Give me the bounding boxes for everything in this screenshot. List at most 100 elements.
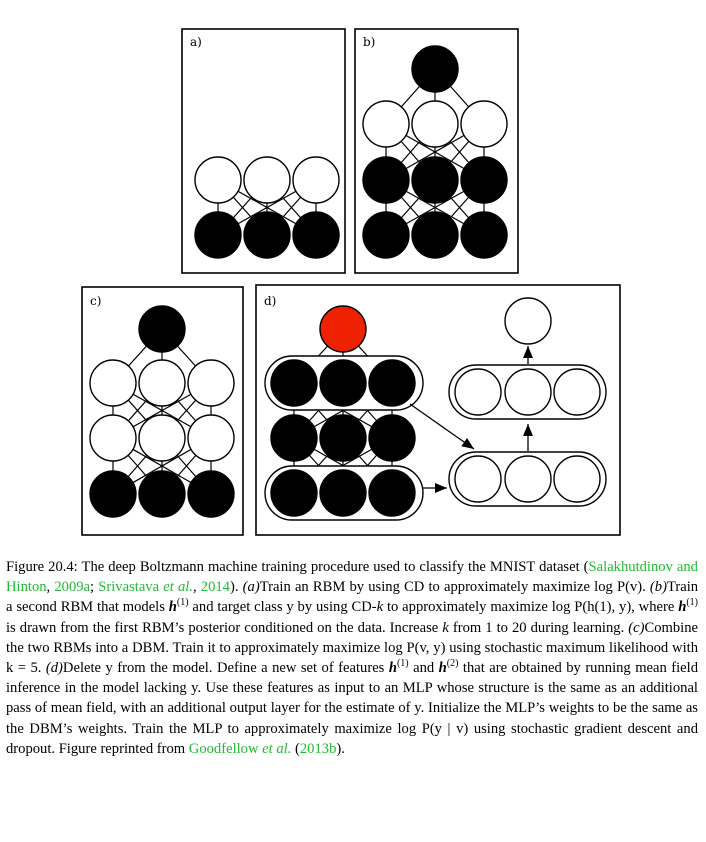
symbol-k: k bbox=[442, 619, 449, 636]
citation-close: ). bbox=[229, 579, 243, 596]
symbol-h: h bbox=[168, 599, 177, 616]
citation-goodfellow[interactable]: Goodfellow et al. bbox=[189, 741, 292, 757]
arrow-h2-to-mlp-shaft bbox=[409, 403, 475, 450]
panel-label-b: b) bbox=[363, 35, 375, 49]
step-a-text: Train an RBM by using CD to approximatel… bbox=[259, 579, 650, 596]
step-d-text-2: that are obtained by running mean field … bbox=[6, 660, 699, 757]
panel-label-c: c) bbox=[90, 294, 101, 308]
step-d-tag: (d) bbox=[45, 660, 63, 677]
visible-unit bbox=[362, 211, 410, 259]
step-b-tag: (b) bbox=[649, 579, 667, 596]
hidden-unit-1 bbox=[89, 414, 137, 462]
arrows bbox=[409, 346, 533, 493]
hidden-unit bbox=[243, 156, 291, 204]
step-a-tag: (a) bbox=[242, 579, 260, 596]
label-unit bbox=[411, 45, 459, 93]
hidden-unit-1 bbox=[368, 414, 416, 462]
hidden-unit-black bbox=[460, 156, 508, 204]
hidden-unit-black bbox=[411, 156, 459, 204]
hidden-unit-2 bbox=[89, 359, 137, 407]
mlp-unit-1 bbox=[553, 455, 601, 503]
and-word: and bbox=[408, 660, 439, 677]
hidden-unit-2 bbox=[368, 359, 416, 407]
symbol-h: h bbox=[678, 599, 687, 616]
visible-unit bbox=[243, 211, 291, 259]
hidden-unit bbox=[292, 156, 340, 204]
mlp-output-unit bbox=[504, 297, 552, 345]
visible-unit bbox=[194, 211, 242, 259]
visible-unit bbox=[460, 211, 508, 259]
citation-salakhutdinov[interactable]: Salakhutdinov and Hinton bbox=[6, 559, 698, 596]
symbol-h-superscript: (1) bbox=[686, 597, 698, 609]
citation-srivastava[interactable]: Srivastava et al. bbox=[98, 579, 193, 595]
mlp-unit-1 bbox=[454, 455, 502, 503]
symbol-k: k bbox=[376, 599, 384, 616]
mlp-unit-2 bbox=[504, 368, 552, 416]
visible-unit bbox=[368, 469, 416, 517]
hidden-unit-1 bbox=[138, 414, 186, 462]
hidden-unit-black bbox=[362, 156, 410, 204]
label-unit bbox=[138, 305, 186, 353]
step-d-text-1: Delete y from the model. Define a new se… bbox=[62, 660, 389, 677]
visible-unit bbox=[138, 470, 186, 518]
citation-separator: ; bbox=[90, 579, 99, 596]
citation-goodfellow-etal: et al. bbox=[262, 740, 292, 757]
symbol-h: h bbox=[438, 660, 447, 677]
panel-label-d: d) bbox=[264, 294, 276, 308]
units bbox=[89, 45, 601, 518]
panel-labels: a) b) c) d) bbox=[90, 35, 375, 308]
step-b-text-5: from 1 to 20 during learning. bbox=[448, 619, 629, 636]
hidden-unit-2 bbox=[319, 359, 367, 407]
hidden-unit bbox=[362, 100, 410, 148]
citation-srivastava-year[interactable]: 2014 bbox=[200, 579, 230, 596]
hidden-unit bbox=[460, 100, 508, 148]
citation-salakhutdinov-year[interactable]: 2009a bbox=[54, 579, 91, 596]
citation-srivastava-author: Srivastava bbox=[98, 579, 160, 596]
hidden-unit-2 bbox=[270, 359, 318, 407]
visible-unit bbox=[292, 211, 340, 259]
citation-goodfellow-year[interactable]: 2013b bbox=[299, 740, 337, 757]
hidden-unit-1 bbox=[187, 414, 235, 462]
step-b-text-3: to approximately maximize log P(h(1), y)… bbox=[383, 599, 679, 616]
step-b-text-2: and target class y by using CD- bbox=[188, 599, 377, 616]
visible-unit bbox=[270, 469, 318, 517]
hidden-unit-1 bbox=[270, 414, 318, 462]
visible-unit bbox=[89, 470, 137, 518]
step-c-tag: (c) bbox=[628, 619, 645, 636]
hidden-unit-1 bbox=[319, 414, 367, 462]
mlp-unit-1 bbox=[504, 455, 552, 503]
arrow-mlp2-to-output-head bbox=[523, 346, 533, 358]
hidden-unit bbox=[194, 156, 242, 204]
arrow-visible-to-mlp-head bbox=[435, 483, 447, 493]
symbol-h-superscript: (1) bbox=[176, 597, 189, 609]
figure-caption: Figure 20.4: The deep Boltzmann machine … bbox=[6, 559, 699, 757]
symbol-h2-superscript: (2) bbox=[446, 658, 459, 670]
hidden-unit-2 bbox=[187, 359, 235, 407]
figure-number: Figure 20.4: bbox=[6, 559, 78, 575]
caption-intro: The deep Boltzmann machine training proc… bbox=[81, 559, 589, 575]
hidden-unit-2 bbox=[138, 359, 186, 407]
hidden-unit bbox=[411, 100, 459, 148]
visible-unit bbox=[319, 469, 367, 517]
mlp-unit-2 bbox=[553, 368, 601, 416]
panel-label-a: a) bbox=[190, 35, 202, 49]
caption-end: ). bbox=[336, 740, 345, 757]
step-c-text: Combine the two RBMs into a DBM. Train i… bbox=[6, 619, 698, 677]
dbm-training-diagram: a) b) c) d) bbox=[81, 28, 621, 536]
step-b-text-4: is drawn from the first RBM’s posterior … bbox=[6, 619, 443, 636]
panel-frame-c bbox=[81, 286, 244, 536]
arrow-h2-to-mlp-head bbox=[461, 438, 474, 449]
mlp-unit-2 bbox=[454, 368, 502, 416]
arrow-mlp1-to-mlp2-head bbox=[523, 424, 533, 436]
step-b-text-1: Train a second RBM that models bbox=[6, 579, 699, 616]
panel-frame-a bbox=[181, 28, 346, 274]
label-unit-red bbox=[319, 305, 367, 353]
citation-goodfellow-author: Goodfellow bbox=[188, 740, 259, 757]
panel-frame-d bbox=[255, 284, 621, 536]
symbol-h-superscript: (1) bbox=[396, 658, 409, 670]
citation-srivastava-etal: et al. bbox=[163, 579, 193, 596]
visible-unit bbox=[411, 211, 459, 259]
symbol-h: h bbox=[388, 660, 397, 677]
panel-frame-b bbox=[354, 28, 519, 274]
visible-unit bbox=[187, 470, 235, 518]
